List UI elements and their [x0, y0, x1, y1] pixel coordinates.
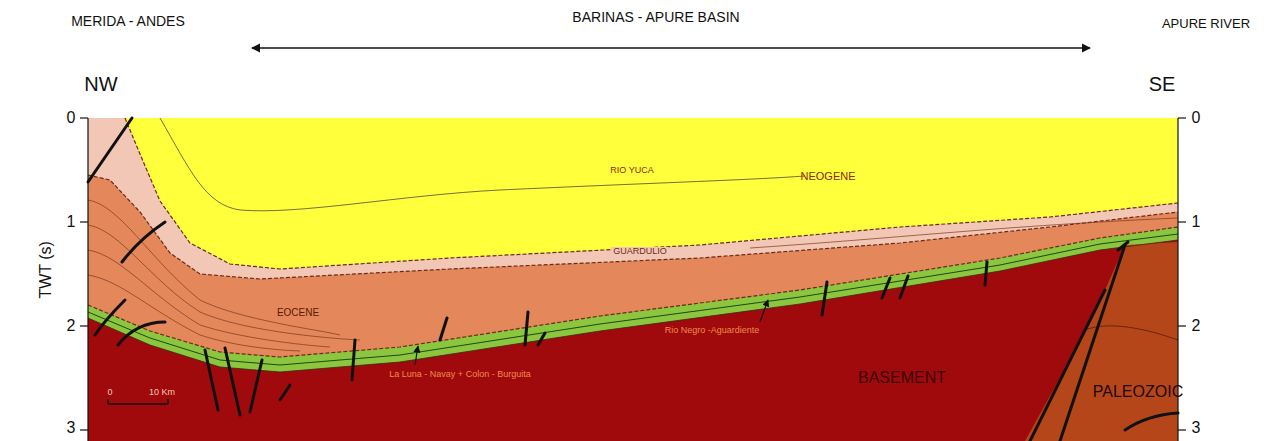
unit-label: NEOGENE — [800, 170, 855, 182]
axis-tick: 2 — [1192, 317, 1201, 335]
formation-label: La Luna - Navay + Colon - Burguita — [389, 370, 530, 380]
unit-label: EOCENE — [277, 307, 319, 318]
formation-label: Rio Negro -Aguardiente — [665, 326, 760, 336]
axis-tick: 1 — [67, 213, 76, 231]
direction-label: NW — [84, 73, 117, 95]
unit-label: BASEMENT — [858, 369, 946, 387]
axis-tick: 0 — [1192, 109, 1201, 127]
scale-label: 0 — [107, 388, 112, 398]
region-heading: MERIDA - ANDES — [71, 14, 185, 29]
basin-heading: BARINAS - APURE BASIN — [572, 10, 739, 25]
direction-label: SE — [1149, 73, 1176, 95]
axis-tick: 2 — [67, 317, 76, 335]
axis-tick: 3 — [1192, 419, 1201, 437]
unit-label: PALEOZOIC — [1093, 383, 1183, 401]
axis-tick: 1 — [1192, 213, 1201, 231]
axis-title: TWT (s) — [37, 241, 55, 298]
formation-label: GUARDULIO — [611, 247, 669, 257]
axis-tick: 0 — [67, 109, 76, 127]
axis-tick: 3 — [67, 419, 76, 437]
region-heading: APURE RIVER — [1162, 17, 1250, 31]
formation-label: RIO YUCA — [610, 166, 653, 176]
scale-label: 10 Km — [149, 388, 175, 398]
